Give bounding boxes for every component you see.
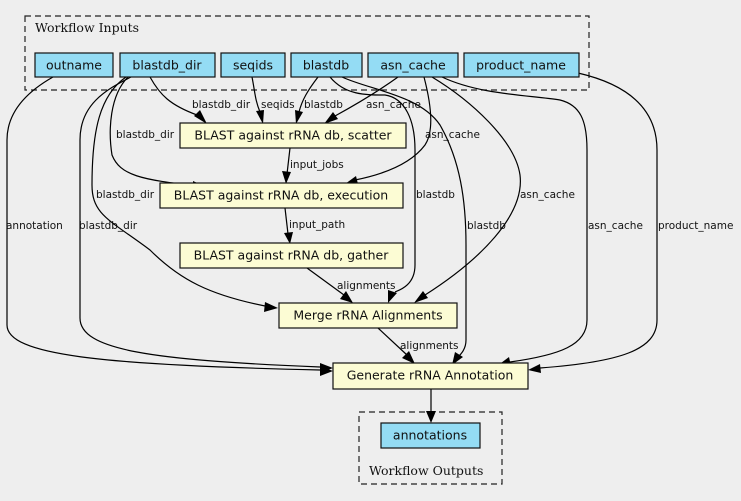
edge-asn_cache-generate [441, 76, 588, 363]
svg-text:asn_cache: asn_cache [380, 58, 446, 73]
edge-blastdb_dir-scatter [149, 76, 198, 116]
svg-text:BLAST against rRNA db, scatter: BLAST against rRNA db, scatter [194, 128, 392, 143]
edge-label-asn_cache-scatter: asn_cache [366, 99, 421, 111]
edge-asn_cache-execution [354, 76, 432, 181]
edge-label-input_path: input_path [289, 219, 345, 231]
arrowhead [295, 110, 303, 124]
arrowhead [388, 290, 397, 303]
edge-blastdb_dir-execution [109, 76, 201, 187]
edge-label-blastdb-generate: blastdb [467, 220, 506, 232]
edge-product_name-generate [539, 72, 658, 369]
edge-scatter-execution [286, 147, 291, 175]
step-node-scatter[interactable]: BLAST against rRNA db, scatter [179, 122, 407, 149]
step-node-execution[interactable]: BLAST against rRNA db, execution [159, 182, 404, 209]
step-node-merge[interactable]: Merge rRNA Alignments [278, 302, 458, 329]
output-node-annotations[interactable]: annotations [380, 422, 481, 449]
arrowhead [264, 302, 278, 312]
edge-asn_cache-scatter [334, 76, 399, 117]
edge-label-annotation: annotation [6, 220, 63, 232]
edge-label-blastdb_dir-merge: blastdb_dir [96, 189, 155, 201]
edge-execution-gather [284, 207, 289, 235]
edge-label-blastdb-merge: blastdb [416, 189, 455, 201]
step-node-gather[interactable]: BLAST against rRNA db, gather [179, 242, 404, 269]
edge-merge-generate [377, 327, 408, 356]
edge-label-alignments-merge: alignments [400, 340, 459, 352]
arrowhead [324, 112, 338, 124]
input-node-blastdb[interactable]: blastdb [290, 52, 363, 78]
step-node-generate[interactable]: Generate rRNA Annotation [332, 362, 529, 390]
edge-label-alignments-gather: alignments [337, 280, 396, 292]
arrowhead [426, 411, 436, 423]
arrowhead [284, 232, 293, 244]
svg-text:Generate rRNA Annotation: Generate rRNA Annotation [347, 368, 514, 383]
edge-label-asn_cache-execution: asn_cache [425, 129, 480, 141]
workflow-inputs-label: Workflow Inputs [35, 20, 139, 35]
edge-blastdb-generate [341, 76, 467, 359]
edge-blastdb-scatter [298, 76, 319, 113]
arrowhead [320, 363, 333, 373]
edge-label-input_jobs: input_jobs [290, 159, 344, 171]
edge-blastdb_dir-generate [79, 76, 321, 368]
svg-text:outname: outname [46, 58, 102, 73]
edge-asn_cache-merge [424, 76, 521, 296]
edge-label-seqids: seqids [261, 99, 295, 111]
edge-gather-merge [306, 267, 345, 296]
edge-label-asn_cache-merge: asn_cache [520, 189, 575, 201]
arrowhead [194, 110, 207, 124]
svg-text:BLAST against rRNA db, executi: BLAST against rRNA db, execution [174, 188, 388, 203]
edge-label-blastdb-scatter: blastdb [304, 99, 343, 111]
edge-blastdb-merge [329, 76, 416, 293]
edge-label-asn_cache-generate: asn_cache [588, 220, 643, 232]
edge-label-blastdb_dir-execution: blastdb_dir [116, 129, 175, 141]
svg-text:annotations: annotations [393, 428, 467, 443]
input-node-asn_cache[interactable]: asn_cache [367, 52, 459, 78]
edge-outname-generate [6, 76, 321, 371]
svg-text:seqids: seqids [233, 58, 273, 73]
arrowhead [340, 291, 353, 303]
edge-label-product_name: product_name [658, 220, 733, 232]
arrowhead [256, 110, 264, 124]
input-node-product_name[interactable]: product_name [463, 52, 580, 78]
arrowhead [528, 364, 541, 373]
workflow-inputs-cluster: Workflow Inputs [24, 15, 590, 91]
input-node-outname[interactable]: outname [34, 52, 114, 78]
input-node-blastdb_dir[interactable]: blastdb_dir [119, 52, 216, 78]
svg-text:BLAST against rRNA db, gather: BLAST against rRNA db, gather [194, 248, 390, 263]
svg-text:blastdb_dir: blastdb_dir [132, 58, 202, 73]
arrowhead [282, 171, 291, 184]
svg-text:Merge rRNA Alignments: Merge rRNA Alignments [293, 308, 442, 323]
edge-label-blastdb_dir-scatter: blastdb_dir [192, 99, 251, 111]
svg-text:blastdb: blastdb [303, 58, 349, 73]
svg-text:product_name: product_name [476, 58, 566, 73]
edge-blastdb_dir-merge [91, 76, 266, 307]
edges: annotation blastdb_dir blastdb_dir blast… [6, 72, 733, 423]
arrowhead [345, 176, 358, 184]
arrowhead [402, 351, 415, 364]
edge-seqids-scatter [251, 76, 261, 113]
arrowhead [414, 291, 428, 303]
input-node-seqids[interactable]: seqids [220, 52, 286, 78]
edge-label-blastdb_dir-generate: blastdb_dir [79, 220, 138, 232]
arrowhead [452, 352, 463, 365]
workflow-outputs-label: Workflow Outputs [369, 463, 483, 478]
